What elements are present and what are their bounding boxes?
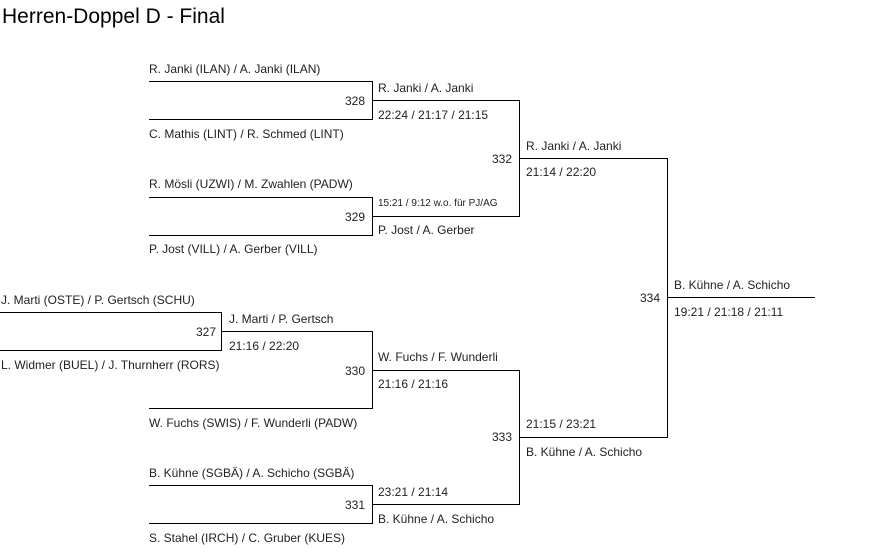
match-winner: R. Janki / A. Janki <box>378 81 474 95</box>
match-score: 23:21 / 21:14 <box>378 485 449 499</box>
match-winner: J. Marti / P. Gertsch <box>229 312 334 326</box>
team-entry: S. Stahel (IRCH) / C. Gruber (KUES) <box>149 531 346 545</box>
match-number: 331 <box>344 498 365 512</box>
team-entry: P. Jost (VILL) / A. Gerber (VILL) <box>149 242 318 256</box>
team-entry: R. Janki (ILAN) / A. Janki (ILAN) <box>149 62 321 76</box>
match-winner: R. Janki / A. Janki <box>526 139 622 153</box>
match-winner: W. Fuchs / F. Wunderli <box>378 350 498 364</box>
match-score: 21:15 / 23:21 <box>526 417 597 431</box>
team-entry: R. Mösli (UZWI) / M. Zwahlen (PADW) <box>149 177 353 191</box>
match-number: 330 <box>344 364 365 378</box>
match-number: 334 <box>639 291 660 305</box>
team-entry: L. Widmer (BUEL) / J. Thurnherr (RORS) <box>1 358 220 372</box>
match-winner: B. Kühne / A. Schicho <box>378 512 495 526</box>
final-score: 19:21 / 21:18 / 21:11 <box>674 305 784 319</box>
team-entry: W. Fuchs (SWIS) / F. Wunderli (PADW) <box>149 416 358 430</box>
team-entry: C. Mathis (LINT) / R. Schmed (LINT) <box>149 127 344 141</box>
match-number: 328 <box>344 94 365 108</box>
match-number: 333 <box>491 430 512 444</box>
match-number: 329 <box>344 210 365 224</box>
match-score: 21:16 / 22:20 <box>229 339 300 353</box>
match-number: 332 <box>491 152 512 166</box>
team-entry: B. Kühne (SGBÄ) / A. Schicho (SGBÄ) <box>149 466 355 480</box>
page-title: Herren-Doppel D - Final <box>2 5 225 28</box>
team-entry: J. Marti (OSTE) / P. Gertsch (SCHU) <box>1 293 195 307</box>
match-score: 15:21 / 9:12 w.o. für PJ/AG <box>378 198 498 209</box>
final-winner: B. Kühne / A. Schicho <box>674 278 791 292</box>
match-score: 22:24 / 21:17 / 21:15 <box>378 108 489 122</box>
match-score: 21:14 / 22:20 <box>526 165 597 179</box>
match-winner: P. Jost / A. Gerber <box>378 223 475 237</box>
match-score: 21:16 / 21:16 <box>378 377 449 391</box>
match-winner: B. Kühne / A. Schicho <box>526 445 643 459</box>
match-number: 327 <box>195 325 216 339</box>
